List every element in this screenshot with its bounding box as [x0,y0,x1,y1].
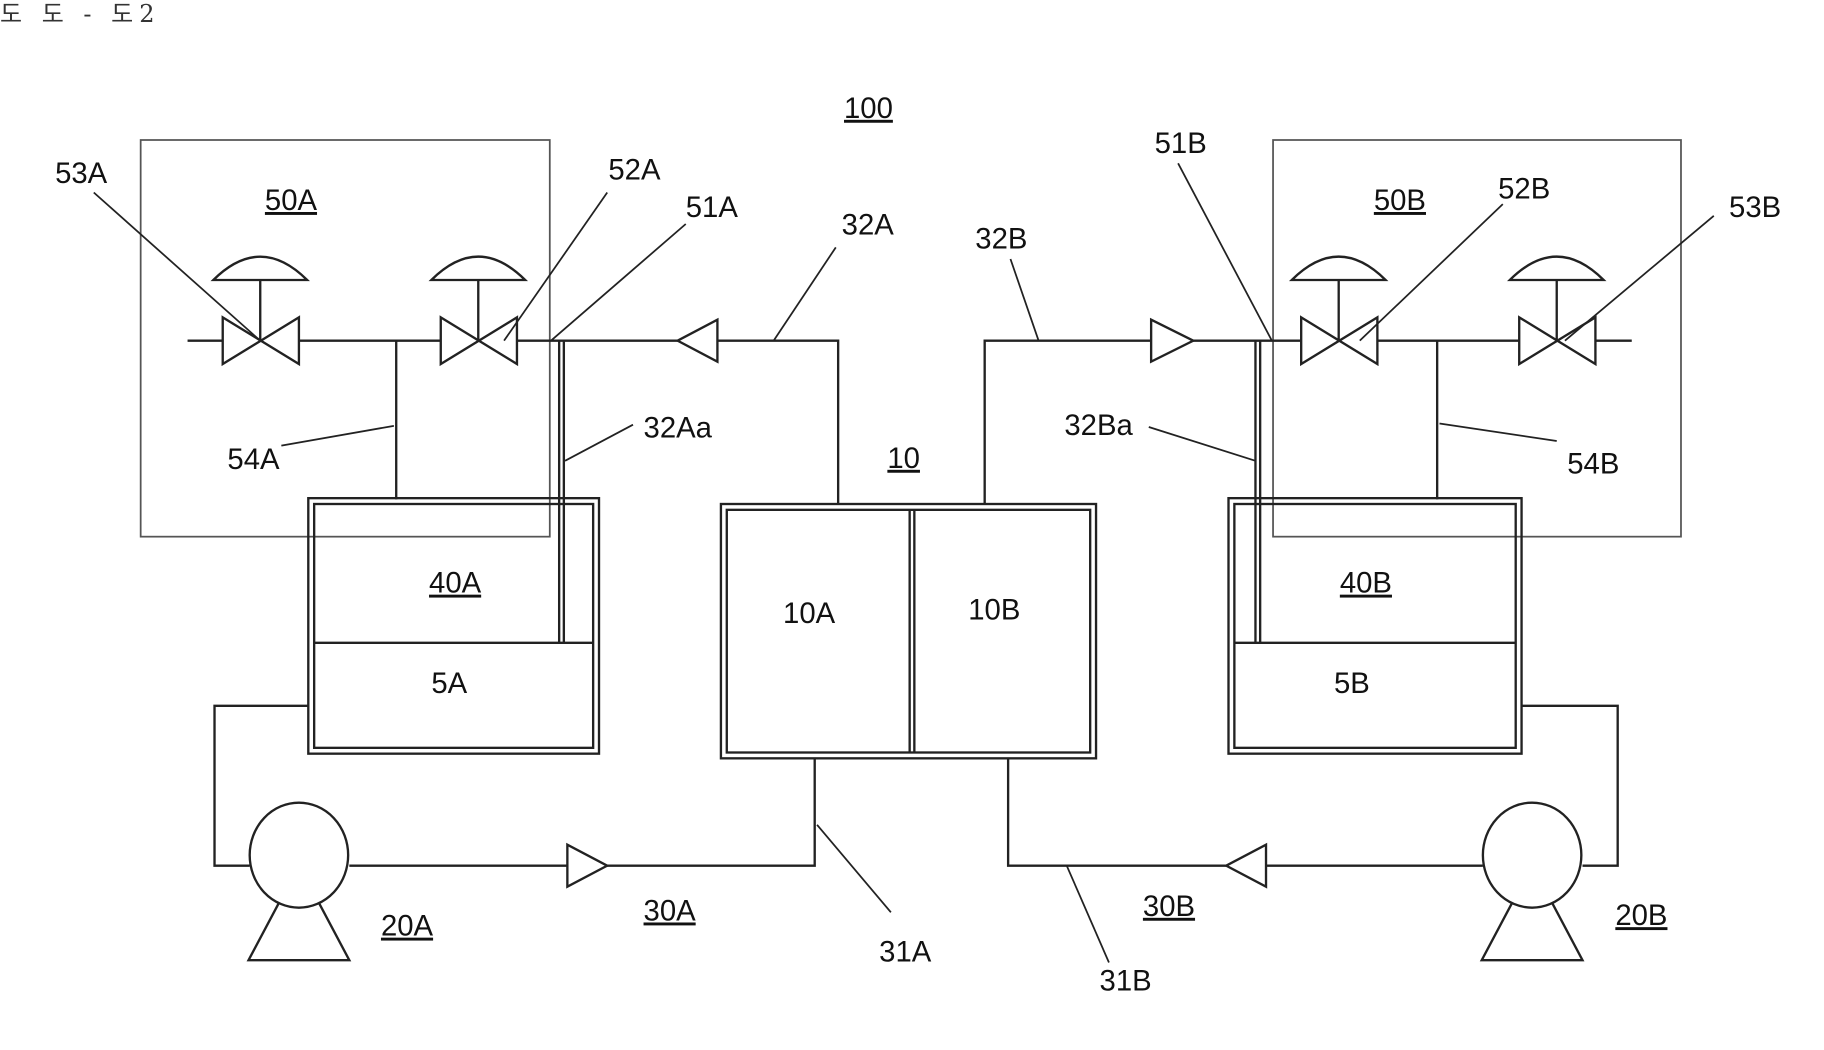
check-valve-arrow-32b [1151,320,1193,362]
pipe-32aa [559,341,564,643]
pump-20b-icon [1482,803,1583,961]
valve-53b-icon [1510,257,1604,364]
label-pipe-32a: 32A [842,210,895,242]
valve-52a-icon [431,257,525,364]
flow-arrow-30b [1226,845,1266,887]
label-pipe-54b: 54B [1567,449,1619,481]
valve-52b-icon [1292,257,1386,364]
label-cell: 10 [887,443,920,475]
flow-arrow-30a [567,845,607,887]
label-pump-20a: 20A [381,911,434,943]
label-pipe-32aa: 32Aa [644,413,713,445]
pipe-32ba [1255,341,1260,643]
label-gas-unit-a: 50A [265,185,318,217]
label-line-30a: 30A [644,896,697,928]
label-valve-53a: 53A [55,158,108,190]
label-node-51a: 51A [686,192,739,224]
label-tank-40a: 40A [429,568,482,600]
label-cell-b: 10B [968,595,1020,627]
label-pipe-32b: 32B [975,224,1027,256]
label-node-51b: 51B [1155,128,1207,160]
label-pump-20b: 20B [1615,900,1667,932]
label-valve-52a: 52A [608,155,661,187]
label-pipe-32ba: 32Ba [1064,410,1133,442]
pipe-32a [188,341,839,504]
label-valve-53b: 53B [1729,192,1781,224]
label-line-30b: 30B [1143,891,1195,923]
pump-20a-icon [249,803,350,961]
label-cell-a: 10A [783,598,836,630]
label-pipe-31a: 31A [879,936,932,968]
label-system: 100 [844,93,893,125]
label-liquid-5b: 5B [1334,668,1370,700]
label-tank-40b: 40B [1340,568,1392,600]
label-pipe-31b: 31B [1100,966,1152,998]
label-valve-52b: 52B [1498,173,1550,205]
label-pipe-54a: 54A [227,444,280,476]
label-liquid-5a: 5A [431,668,467,700]
cell-10 [721,504,1096,758]
check-valve-arrow-32a [678,320,718,362]
label-gas-unit-b: 50B [1374,185,1426,217]
